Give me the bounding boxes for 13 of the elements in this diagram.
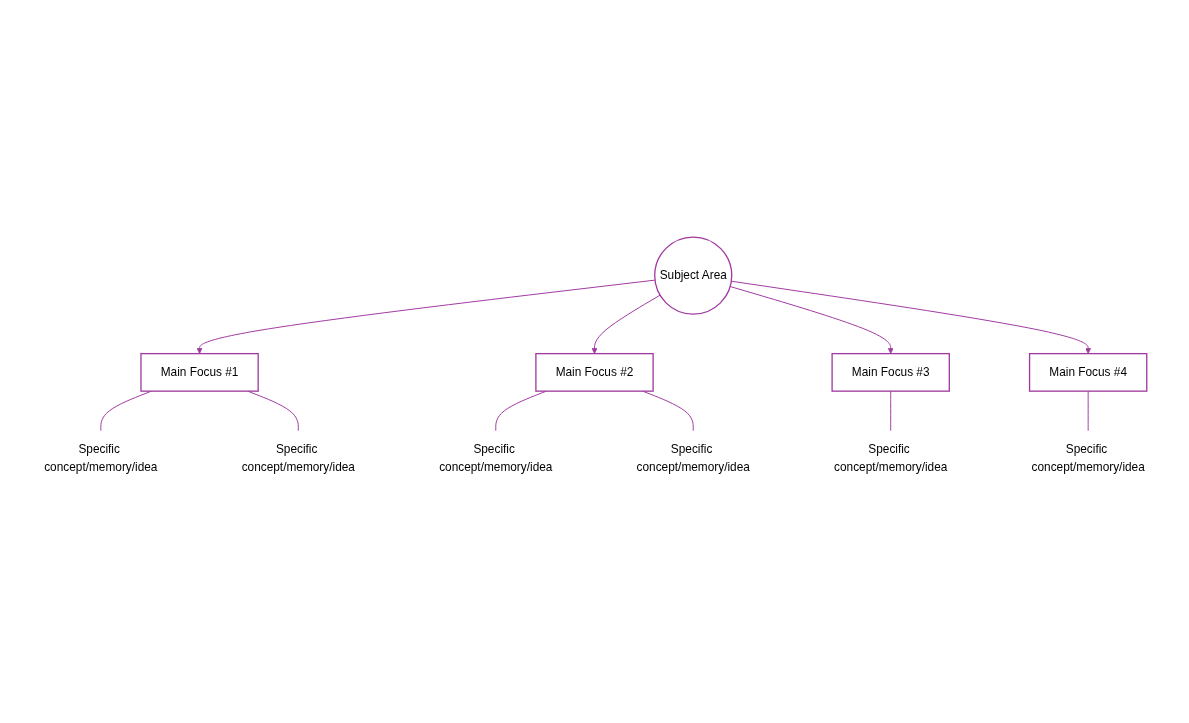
node-box: Main Focus #3 bbox=[831, 352, 950, 392]
connector bbox=[1087, 390, 1089, 432]
connector bbox=[890, 390, 892, 432]
node-box: Main Focus #2 bbox=[535, 352, 654, 392]
node-box: Main Focus #1 bbox=[140, 352, 259, 392]
node-box: Main Focus #4 bbox=[1028, 352, 1148, 392]
node-text: Specific concept/memory/idea bbox=[241, 442, 355, 474]
node-text: Specific concept/memory/idea bbox=[44, 442, 158, 474]
node-text: Specific concept/memory/idea bbox=[1031, 442, 1145, 474]
node-text: Specific concept/memory/idea bbox=[636, 442, 750, 474]
node-circle: Subject Area bbox=[654, 236, 733, 315]
node-text: Specific concept/memory/idea bbox=[834, 442, 948, 474]
node-text: Specific concept/memory/idea bbox=[439, 442, 553, 474]
